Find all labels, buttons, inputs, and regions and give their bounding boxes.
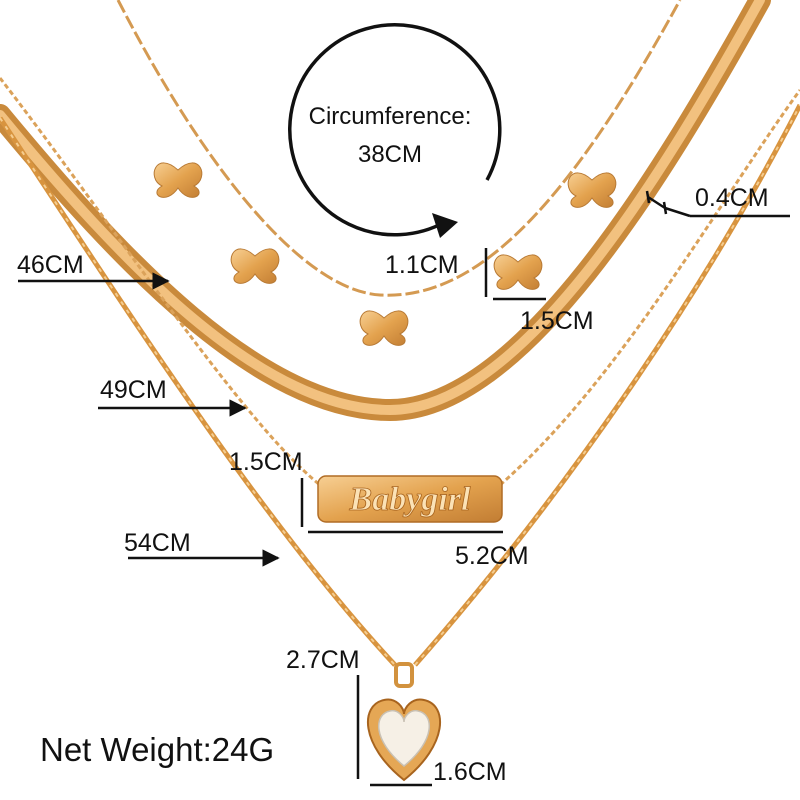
net-weight-label: Net Weight:24G (40, 731, 275, 768)
babygirl-height-label: 1.5CM (229, 448, 303, 476)
twisted-chain-sheen (0, 104, 800, 666)
length-46cm: 46CM (17, 251, 84, 279)
butterfly-charm (153, 162, 203, 198)
circumference-value: 38CM (357, 141, 423, 168)
butterfly-width-label: 1.5CM (520, 307, 594, 335)
heart-height-label: 2.7CM (286, 646, 360, 674)
butterfly-chain (116, 0, 682, 297)
length-54cm: 54CM (124, 529, 191, 557)
snake-chain-highlight (0, 0, 765, 416)
babygirl-width-label: 5.2CM (455, 542, 529, 570)
snake-width-label: 0.4CM (695, 184, 769, 212)
heart-pendant (367, 662, 441, 782)
butterfly-charm (230, 248, 280, 284)
circumference-label: Circumference: 38CM (280, 98, 500, 174)
circumference-arrowhead (432, 213, 458, 238)
babygirl-chain (0, 77, 800, 487)
butterfly-height-label: 1.1CM (385, 251, 459, 279)
heart-width-label: 1.6CM (433, 758, 507, 786)
butterfly-charm (359, 310, 409, 346)
length-49cm: 49CM (100, 376, 167, 404)
pendant-text: Babygirl (349, 481, 471, 518)
circumference-arrow (288, 23, 502, 237)
circumference-title: Circumference: (308, 103, 472, 130)
babygirl-pendant: Babygirl (317, 475, 503, 523)
butterfly-charm (567, 172, 617, 208)
butterfly-charm (493, 254, 543, 290)
snake-width-bracket (645, 190, 790, 218)
